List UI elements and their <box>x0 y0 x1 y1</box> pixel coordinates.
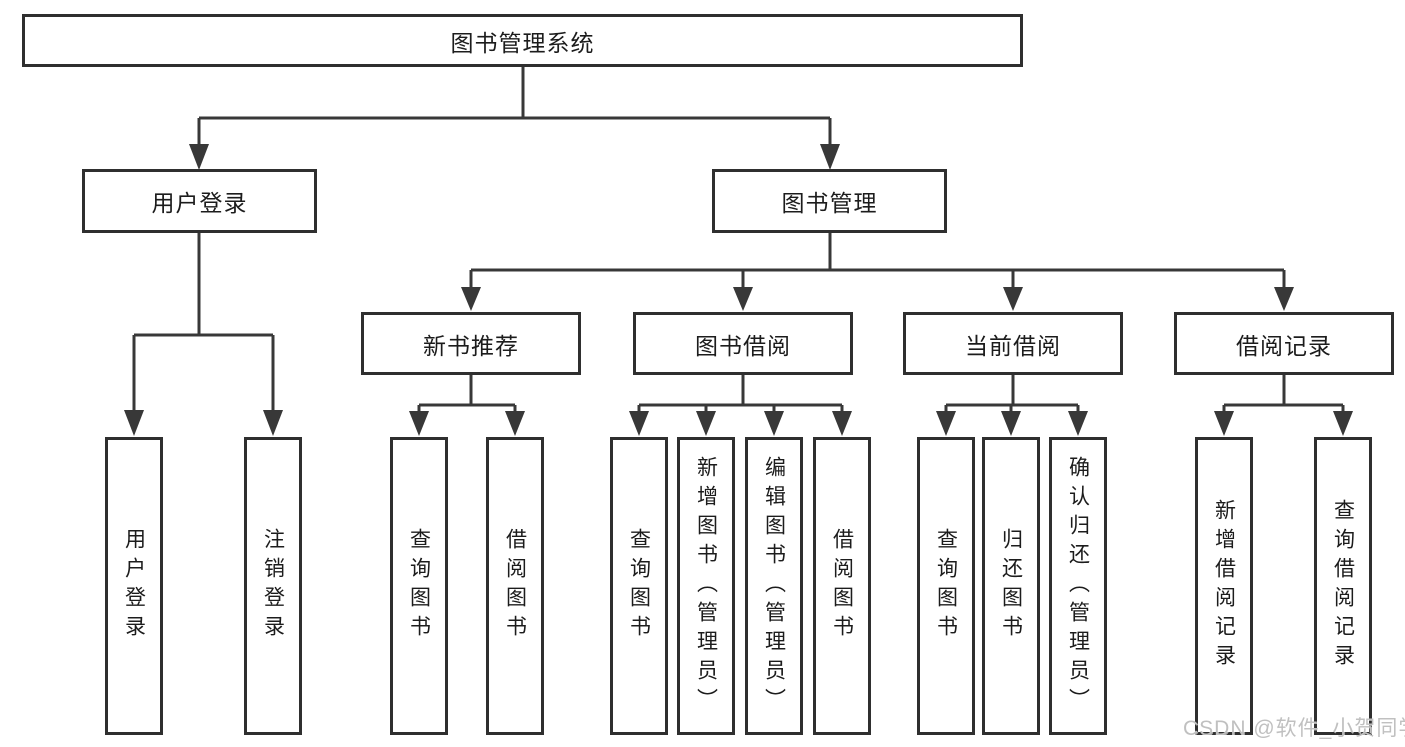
node-label: 查询借阅记录 <box>1331 499 1355 673</box>
node-book-management: 图书管理 <box>712 169 947 233</box>
connector-user-login-branch <box>132 233 275 412</box>
arrowhead <box>832 411 852 436</box>
leaf-confirm-return-admin: 确认归还（管理员） <box>1049 437 1107 735</box>
leaf-add-borrow-record: 新增借阅记录 <box>1195 437 1253 735</box>
connector-new-books-branch <box>417 375 517 413</box>
connector-book-borrow-branch <box>637 375 844 413</box>
arrowhead <box>409 411 429 436</box>
connector-book-mgmt-branch <box>469 233 1286 289</box>
connector-current-borrow-branch <box>944 375 1080 413</box>
arrowhead <box>764 411 784 436</box>
node-label: 图书借阅 <box>695 332 791 359</box>
leaf-borrow-books-recommend: 借阅图书 <box>486 437 544 735</box>
node-new-book-recommend: 新书推荐 <box>361 312 581 375</box>
node-label: 图书管理系统 <box>450 29 595 56</box>
arrowhead <box>820 144 840 170</box>
arrowhead <box>1333 411 1353 436</box>
node-label: 图书管理 <box>781 190 878 216</box>
node-user-login: 用户登录 <box>82 169 317 233</box>
leaf-logout: 注销登录 <box>244 437 302 735</box>
arrowhead <box>189 144 209 170</box>
leaf-query-borrow-record: 查询借阅记录 <box>1314 437 1372 735</box>
arrowhead <box>1001 411 1021 436</box>
arrowhead <box>733 287 753 311</box>
node-label: 新增借阅记录 <box>1212 499 1236 673</box>
leaf-add-books-admin: 新增图书（管理员） <box>677 437 735 735</box>
connector-borrow-records-branch <box>1222 375 1345 413</box>
arrowhead <box>1003 287 1023 311</box>
arrowhead <box>1274 287 1294 311</box>
leaf-query-books-recommend: 查询图书 <box>390 437 448 735</box>
node-label: 新书推荐 <box>423 332 519 359</box>
node-borrow-records: 借阅记录 <box>1174 312 1394 375</box>
node-label: 借阅图书 <box>503 528 527 644</box>
leaf-query-books-current: 查询图书 <box>917 437 975 735</box>
csdn-watermark: CSDN @软件_小贺同学 <box>1183 717 1405 740</box>
node-label: 注销登录 <box>261 528 285 644</box>
arrowhead <box>263 410 283 436</box>
leaf-borrow-books: 借阅图书 <box>813 437 871 735</box>
connector-root-to-level2 <box>197 67 832 146</box>
node-label: 借阅记录 <box>1236 332 1332 359</box>
arrowhead <box>461 287 481 311</box>
arrowhead <box>936 411 956 436</box>
arrowhead <box>696 411 716 436</box>
arrowhead <box>505 411 525 436</box>
arrowhead <box>124 410 144 436</box>
leaf-edit-books-admin: 编辑图书（管理员） <box>745 437 803 735</box>
leaf-user-login: 用户登录 <box>105 437 163 735</box>
node-label: 用户登录 <box>151 190 248 216</box>
node-label: 用户登录 <box>122 528 146 644</box>
node-current-borrow: 当前借阅 <box>903 312 1123 375</box>
node-label: 查询图书 <box>934 528 958 644</box>
node-label: 查询图书 <box>407 528 431 644</box>
node-label: 新增图书（管理员） <box>694 455 718 717</box>
node-book-borrow: 图书借阅 <box>633 312 853 375</box>
arrowhead <box>1068 411 1088 436</box>
leaf-return-books: 归还图书 <box>982 437 1040 735</box>
node-label: 当前借阅 <box>965 332 1061 359</box>
arrowhead <box>629 411 649 436</box>
node-label: 归还图书 <box>999 528 1023 644</box>
node-label: 借阅图书 <box>830 528 854 644</box>
node-label: 查询图书 <box>627 528 651 644</box>
leaf-query-books-borrow: 查询图书 <box>610 437 668 735</box>
node-label: 编辑图书（管理员） <box>762 455 786 717</box>
node-label: 确认归还（管理员） <box>1066 455 1090 717</box>
arrowhead <box>1214 411 1234 436</box>
node-library-management-system: 图书管理系统 <box>22 14 1023 67</box>
